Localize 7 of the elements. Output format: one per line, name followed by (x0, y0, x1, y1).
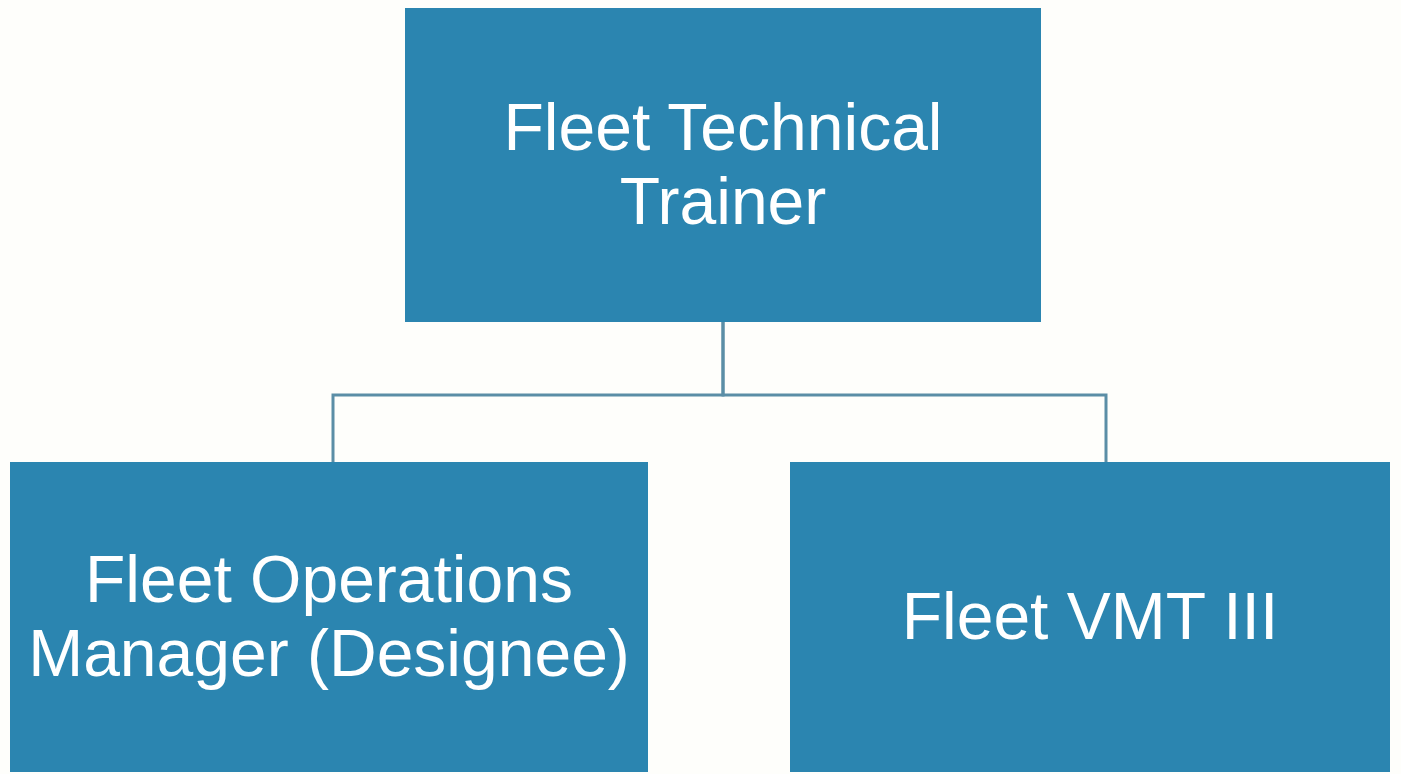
role-title: Fleet VMT III (901, 580, 1279, 654)
org-box (790, 462, 1390, 772)
org-box (10, 462, 648, 772)
org-box (405, 8, 1041, 322)
connector-line (721, 322, 1108, 462)
role-title: Fleet Operations Manager (Designee) (27, 543, 631, 691)
role-title: Fleet Technical Trainer (502, 91, 944, 239)
